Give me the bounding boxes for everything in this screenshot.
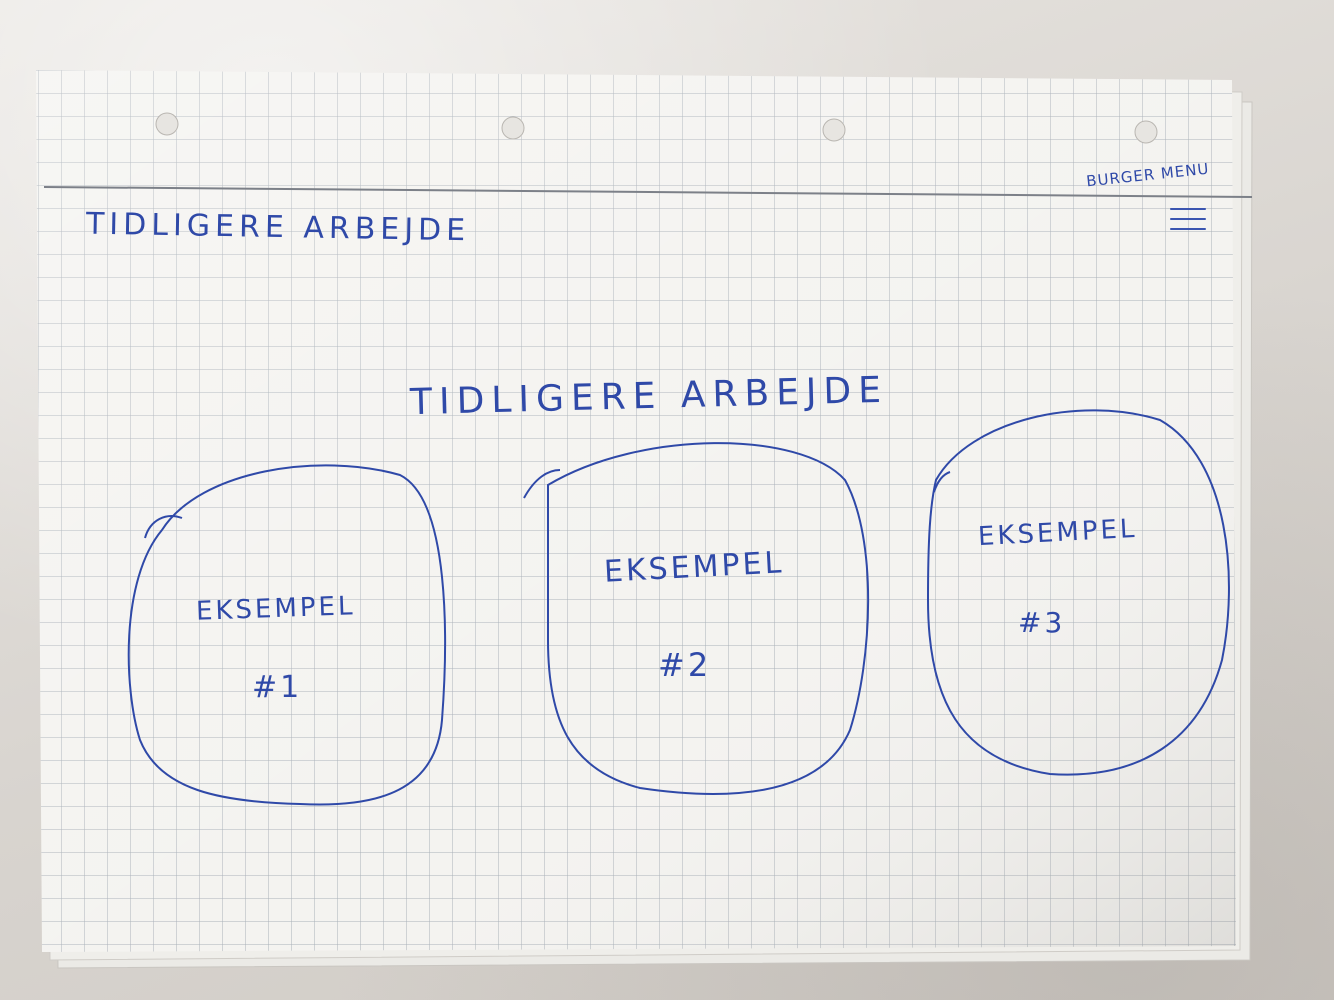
example-card-number: #3	[1018, 606, 1066, 639]
example-card-label: EKSEMPEL	[977, 513, 1139, 553]
site-title: TIDLIGERE ARBEJDE	[85, 206, 471, 249]
example-card-number: #1	[252, 670, 303, 705]
punch-hole	[822, 118, 846, 142]
example-card-1-outline	[127, 464, 447, 806]
example-card-2[interactable]: EKSEMPEL #2	[548, 440, 868, 790]
punch-hole	[1134, 120, 1158, 144]
example-card-1[interactable]: EKSEMPEL #1	[140, 460, 440, 800]
punch-hole	[501, 116, 525, 140]
punch-hole	[155, 112, 179, 136]
example-card-label: EKSEMPEL	[603, 545, 786, 590]
example-card-number: #2	[658, 646, 712, 684]
example-card-3-outline	[926, 409, 1230, 776]
example-card-2-outline	[547, 442, 870, 795]
header-divider	[43, 186, 1253, 198]
hamburger-menu-icon[interactable]	[1168, 206, 1210, 234]
example-card-label: EKSEMPEL	[195, 591, 356, 627]
example-card-3[interactable]: EKSEMPEL #3	[930, 410, 1230, 770]
